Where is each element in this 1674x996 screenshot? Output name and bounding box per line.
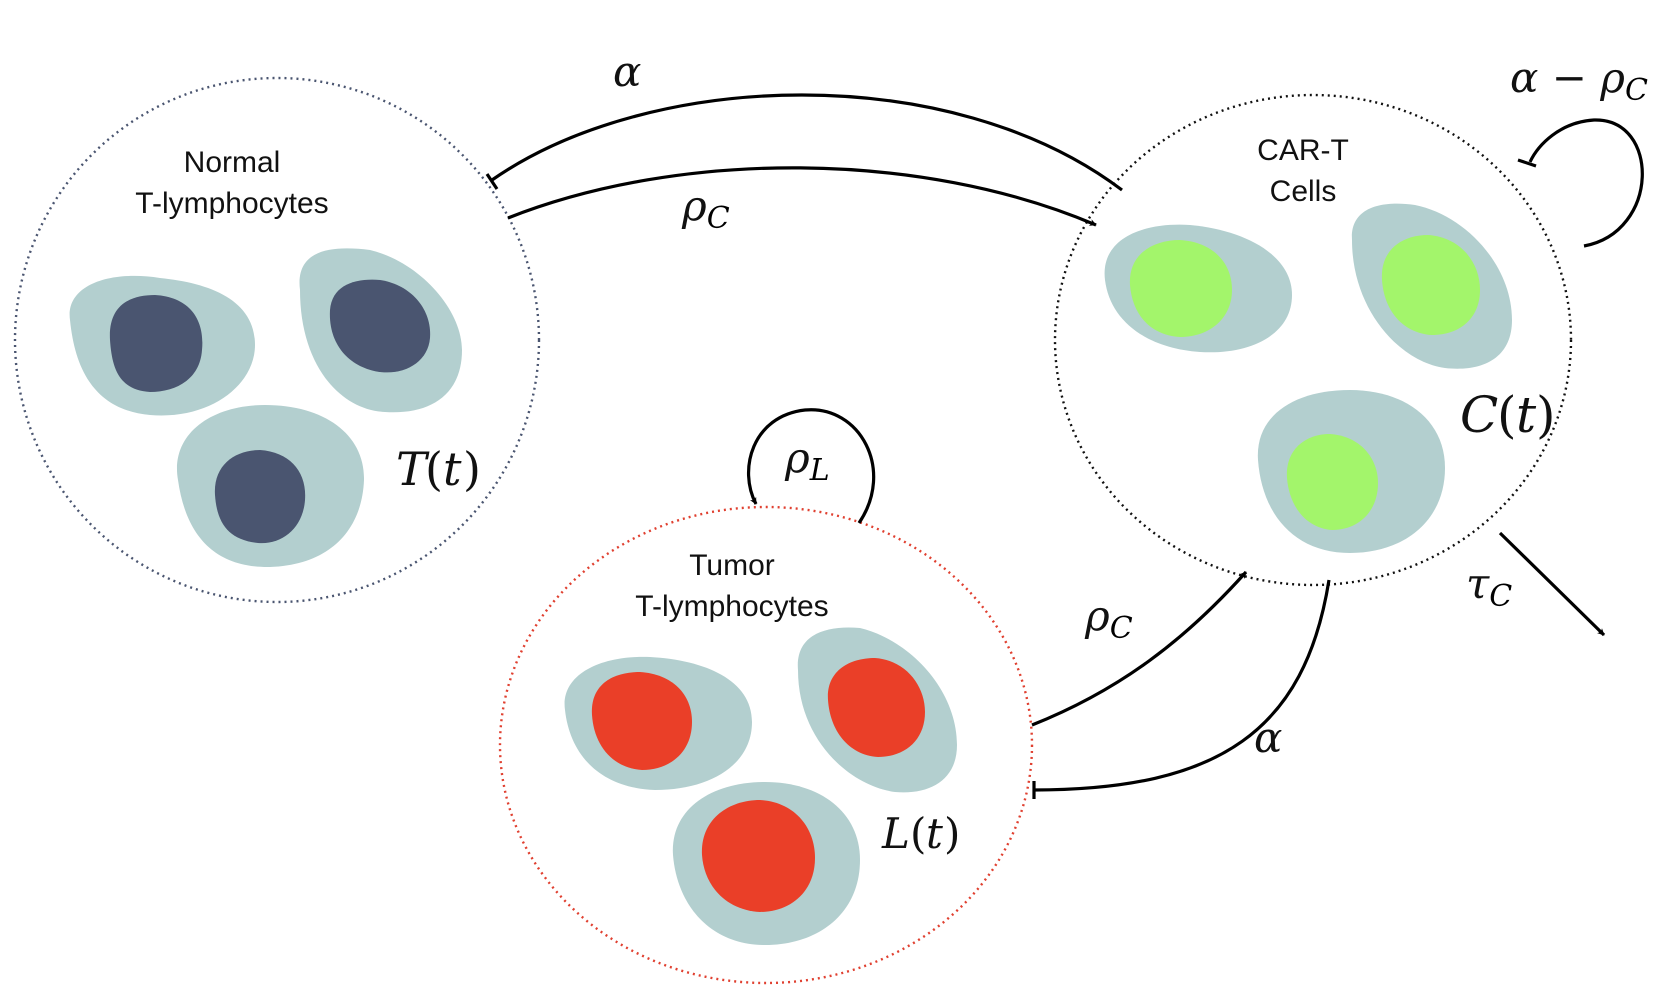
svg-text:(: ( [1497,386,1517,444]
inhibition-bar-self [1517,158,1537,168]
tumor-population-label: L ( t ) [881,809,960,858]
edge-tau-label: τC [1466,559,1512,614]
cart-nucleus-3 [1286,434,1378,530]
tumor-nucleus-1 [591,672,692,770]
cart-nucleus-1 [1129,240,1232,337]
edge-self-cart-label: α − ρC [1510,53,1648,108]
edge-alpha-top-label: α [613,47,641,96]
tumor-compartment: Tumor T-lymphocytes L ( t ) [498,505,1034,985]
normal-compartment: Normal T-lymphocytes T ( t ) [13,76,541,604]
tumor-var-arg: t [926,809,943,858]
cart-population-label: C ( t ) [1460,386,1556,444]
normal-title-line2: T-lymphocytes [135,187,328,220]
edge-self-tumor-label: ρL [784,433,830,488]
tumor-title-line1: Tumor [689,549,775,582]
svg-text:(: ( [910,809,926,858]
edge-self-cart: α − ρC [1510,53,1648,248]
normal-title-line1: Normal [184,146,281,179]
normal-var-fn: T [396,442,430,496]
cart-compartment: CAR-T Cells C ( t ) [1053,93,1573,587]
svg-text:): ) [463,442,481,496]
tumor-var-fn: L [881,809,910,858]
cart-var-fn: C [1460,386,1498,444]
cart-title-line2: Cells [1270,175,1337,208]
inhibition-bar-top [485,173,499,190]
cart-title-line1: CAR-T [1257,134,1349,167]
edge-self-tumor: ρL [747,408,876,524]
tumor-nucleus-3 [701,800,815,912]
edge-alpha-bottom: α [1032,579,1331,799]
edge-rho-bottom-label: ρC [1084,591,1133,646]
cart-var-arg: t [1516,386,1537,444]
cart-compartment-border [1053,93,1573,587]
svg-text:): ) [1536,386,1556,444]
tumor-nucleus-2 [827,658,925,757]
tumor-compartment-border [498,505,1034,985]
edge-rho-top: ρC [507,166,1097,236]
svg-text:): ) [944,809,960,858]
edge-tau: τC [1466,531,1606,637]
normal-nucleus-1 [109,295,203,392]
edge-rho-bottom: ρC [1031,570,1248,727]
tumor-title-line2: T-lymphocytes [635,590,828,623]
edge-alpha-bottom-label: α [1254,713,1282,762]
normal-compartment-border [13,76,541,604]
svg-text:(: ( [425,442,443,496]
edge-alpha-top: α [485,47,1123,192]
normal-population-label: T ( t ) [396,442,481,496]
normal-nucleus-3 [214,450,306,544]
normal-nucleus-2 [329,279,431,373]
edge-rho-top-label: ρC [681,181,730,236]
cart-nucleus-2 [1381,235,1480,335]
normal-var-arg: t [443,442,462,496]
